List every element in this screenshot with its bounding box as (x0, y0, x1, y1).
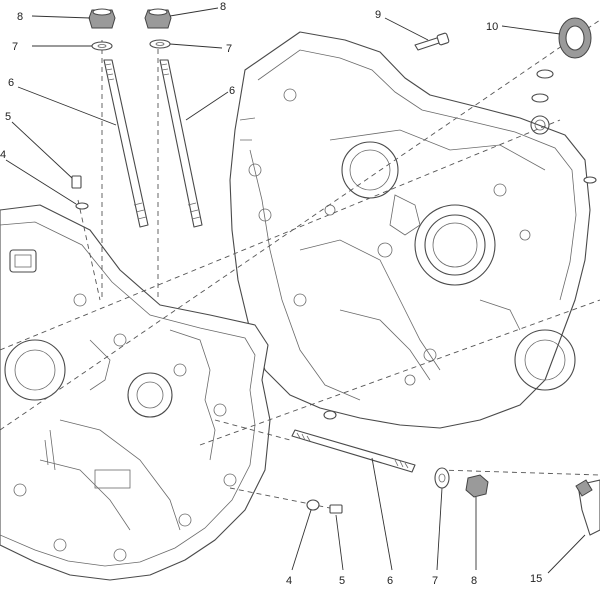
callout-8-top-right: 8 (220, 1, 226, 13)
callout-6-left: 6 (8, 77, 14, 89)
hardware-top-right (414, 17, 597, 184)
callout-5-bottom: 5 (339, 575, 345, 587)
callout-labels: 8 8 7 7 6 6 5 4 9 10 4 5 6 7 8 15 (0, 1, 542, 587)
callout-10: 10 (486, 21, 498, 33)
callout-7-left: 7 (12, 41, 18, 53)
right-crankcase-half (229, 31, 591, 429)
hardware-top-left (71, 8, 203, 228)
callout-4-left: 4 (0, 149, 6, 161)
callout-6-right: 6 (229, 85, 235, 97)
left-crankcase-half (0, 204, 271, 581)
callout-5-left: 5 (5, 111, 11, 123)
callout-8-bottom: 8 (471, 575, 477, 587)
assembly-lines (0, 19, 600, 511)
callout-4-bottom: 4 (286, 575, 292, 587)
callout-9: 9 (375, 9, 381, 21)
leader-lines (5, 7, 586, 574)
callout-6-bottom: 6 (387, 575, 393, 587)
callout-8-top-left: 8 (17, 11, 23, 23)
callout-15: 15 (530, 573, 542, 585)
hardware-bottom (291, 410, 600, 536)
callout-7-bottom: 7 (432, 575, 438, 587)
callout-7-right: 7 (226, 43, 232, 55)
